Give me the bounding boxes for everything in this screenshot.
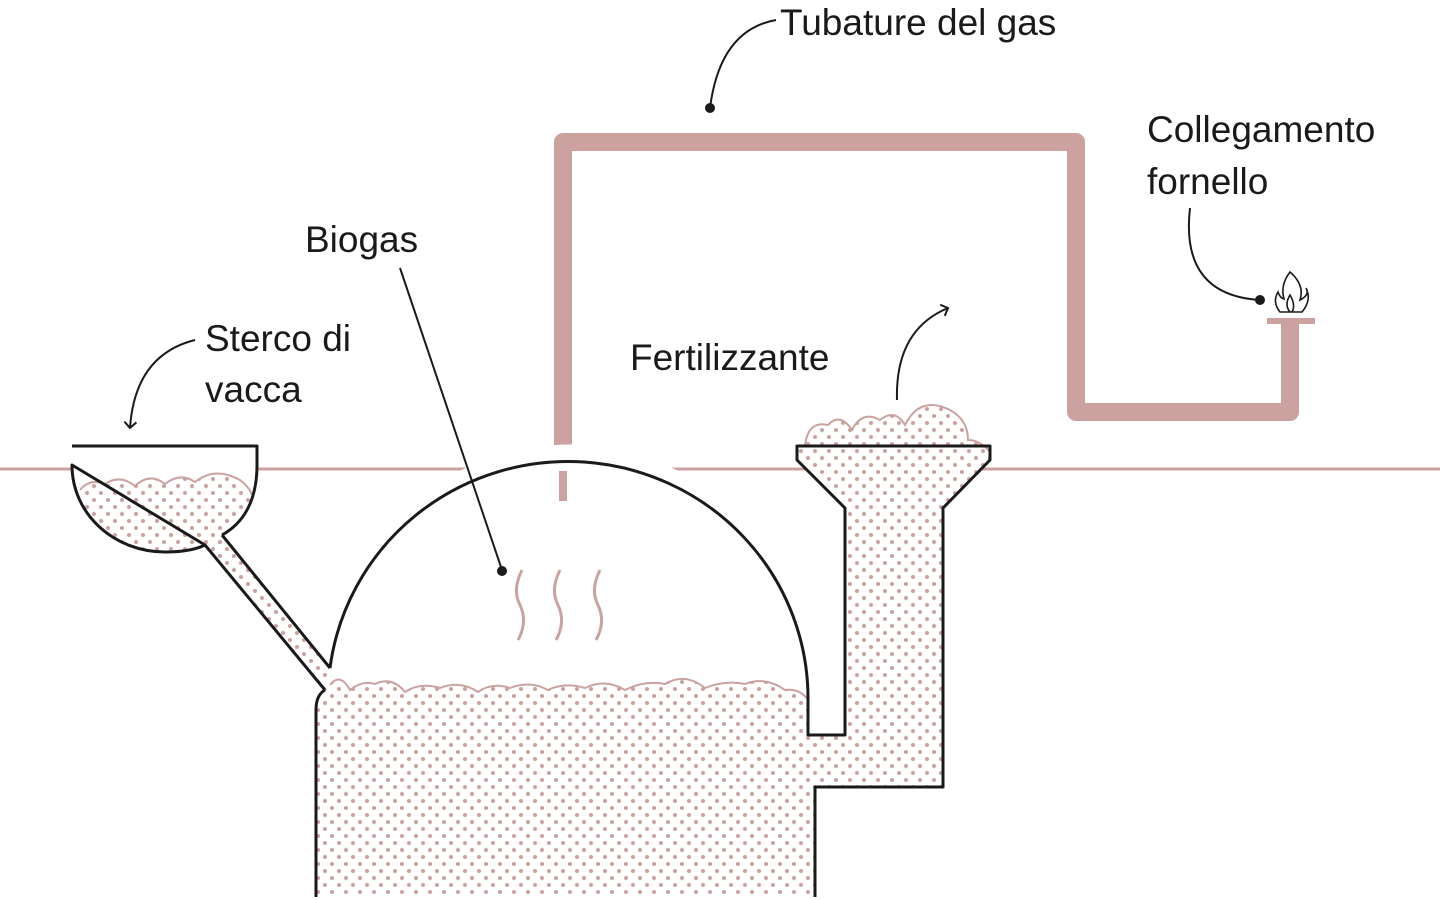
gas-pipe-leader (709, 19, 777, 109)
label-fertilizer: Fertilizzante (630, 337, 829, 378)
stove-leader-dot (1255, 295, 1265, 305)
tank-slurry-surface (329, 677, 809, 701)
label-biogas: Biogas (305, 219, 418, 260)
manure-arrow (123, 339, 196, 430)
label-manure-line1: Sterco di (205, 318, 351, 359)
biogas-leader (399, 267, 503, 571)
label-stove-connection-line1: Collegamento (1147, 109, 1375, 150)
stove-leader (1187, 207, 1261, 301)
digester-tank-outline (314, 444, 992, 897)
label-gas-pipe: Tubature del gas (780, 2, 1056, 43)
gas-waves (515, 569, 603, 641)
gas-pipe (554, 133, 1299, 500)
flame-icon (1274, 270, 1310, 313)
fertilizer-arrow (895, 303, 950, 401)
fertilizer-mound (804, 404, 991, 453)
bowl-slurry (80, 473, 252, 552)
gas-pipe-leader-dot (705, 103, 715, 113)
inlet-pipe-slurry (205, 535, 330, 690)
label-stove-connection-line2: fornello (1147, 161, 1268, 202)
biogas-leader-dot (497, 566, 507, 576)
tank-slurry (316, 405, 990, 897)
slurry (79, 404, 991, 897)
stove-connector-cap (1267, 318, 1315, 324)
label-manure-line2: vacca (205, 369, 302, 410)
inlet-pipe-outline (203, 534, 332, 691)
inlet-bowl-outline (70, 444, 259, 554)
